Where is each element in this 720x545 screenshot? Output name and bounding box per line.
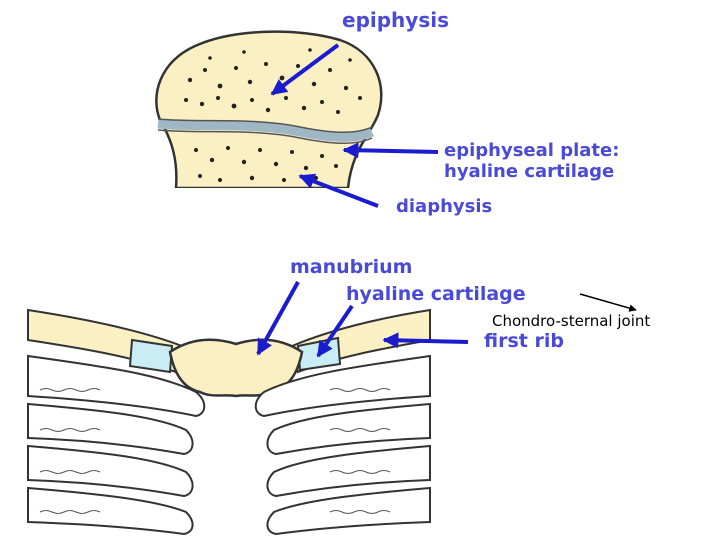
spongy-bone-texture (184, 48, 362, 182)
thorax-illustration (27, 308, 431, 536)
diaphysis-arrow (298, 173, 379, 208)
epiphysis-arrow (270, 43, 340, 96)
chondro-sternal-connector (579, 293, 637, 312)
epiphyseal-plate-label: epiphyseal plate: (444, 140, 620, 161)
manubrium-arrow (256, 281, 300, 356)
manubrium-label: manubrium (290, 256, 413, 278)
costal-cartilage-left (128, 338, 174, 374)
epiphysis-label: epiphysis (342, 8, 449, 32)
epiphyseal-plate-hyaline-label: hyaline cartilage (444, 161, 615, 182)
hyaline-cartilage-arrow (316, 304, 354, 358)
ribs-left (27, 354, 206, 536)
first-rib-label: first rib (484, 330, 564, 352)
ribs-right (254, 354, 431, 536)
long-bone-end (155, 30, 383, 188)
chondro-sternal-joint-note: Chondro-sternal joint (492, 312, 651, 330)
first-rib-arrow (382, 332, 469, 349)
rib-texture (39, 388, 391, 514)
hyaline-cartilage-label: hyaline cartilage (346, 283, 526, 305)
epiphyseal-plate (157, 119, 374, 142)
diaphysis-label: diaphysis (396, 196, 493, 217)
epiphyseal-plate-arrow (342, 142, 439, 159)
